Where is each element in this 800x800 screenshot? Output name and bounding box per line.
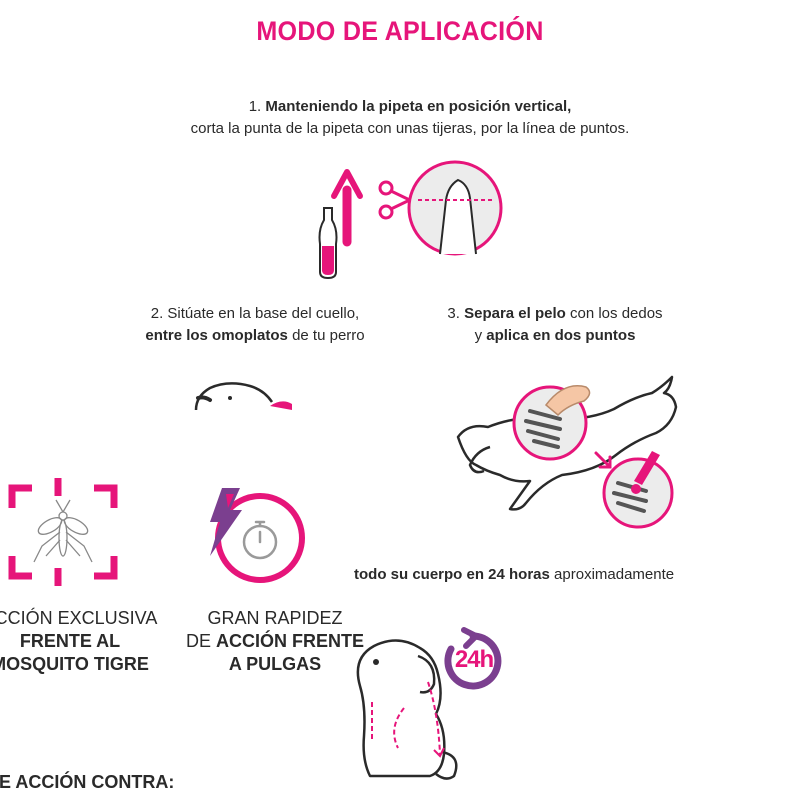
dog-application-illustration — [456, 375, 678, 529]
fur-zoom-icon — [512, 385, 591, 461]
24h-badge-icon — [444, 627, 502, 690]
note-rest: aproximadamente — [549, 566, 675, 583]
feature-2-line3: A PULGAS — [228, 654, 322, 674]
mosquito-target-icon — [8, 478, 118, 586]
stopwatch-lightning-icon — [210, 488, 305, 583]
arrow-down-right-icon — [594, 451, 612, 469]
step-2-bold: entre los omoplatos — [145, 327, 288, 344]
24h-label: 24h — [454, 646, 494, 673]
step-3-rest1: con los dedos — [565, 305, 663, 322]
feature-2-line1: GRAN RAPIDEZ — [207, 608, 343, 628]
dog-neck-illustration — [194, 382, 292, 411]
pipette-icon — [318, 207, 338, 280]
pipette-illustration — [318, 160, 503, 280]
sitting-dog-illustration — [356, 639, 458, 780]
action-against-heading: DE ACCIÓN CONTRA: — [0, 772, 175, 792]
feature-2-pre2: DE — [185, 631, 216, 651]
step-3-bold1: Separa el pelo — [464, 305, 566, 322]
step-3-text: 3. Separa el pelo con los dedos y aplica… — [400, 303, 710, 347]
step-3-bold2: aplica en dos puntos — [486, 327, 636, 344]
step-2-line1: 2. Sitúate en la base del cuello, — [150, 305, 360, 322]
feature-mosquito-text: ACCIÓN EXCLUSIVA FRENTE AL MOSQUITO TIGR… — [0, 607, 200, 676]
feature-2-bold2: ACCIÓN FRENTE — [216, 631, 364, 651]
step-3-pre2: y — [474, 327, 487, 344]
pipette-tip-zoom-icon — [407, 160, 503, 256]
feature-speed-text: GRAN RAPIDEZ DE ACCIÓN FRENTE A PULGAS — [150, 607, 400, 676]
feature-1-line1: ACCIÓN EXCLUSIVA — [0, 608, 158, 628]
step-3-number: 3. — [447, 305, 465, 322]
step-2-text: 2. Sitúate en la base del cuello, entre … — [100, 303, 410, 347]
step-1-bold: Manteniendo la pipeta en posición vertic… — [265, 98, 572, 115]
note-bold: todo su cuerpo en 24 horas — [354, 566, 550, 583]
feature-1-line2: FRENTE AL — [19, 631, 121, 651]
step-1-line2: corta la punta de la pipeta con unas tij… — [190, 120, 630, 137]
step-1-number: 1. — [248, 98, 262, 115]
step-1-text: 1. Manteniendo la pipeta en posición ver… — [100, 96, 720, 140]
arrow-up-icon — [331, 169, 363, 247]
spread-note: todo su cuerpo en 24 horas aproximadamen… — [354, 566, 674, 583]
feature-1-line3: MOSQUITO TIGRE — [0, 654, 149, 674]
page-title: MODO DE APLICACIÓN — [256, 16, 544, 46]
step-2-rest: de tu perro — [287, 327, 365, 344]
apply-zoom-icon — [602, 451, 674, 529]
